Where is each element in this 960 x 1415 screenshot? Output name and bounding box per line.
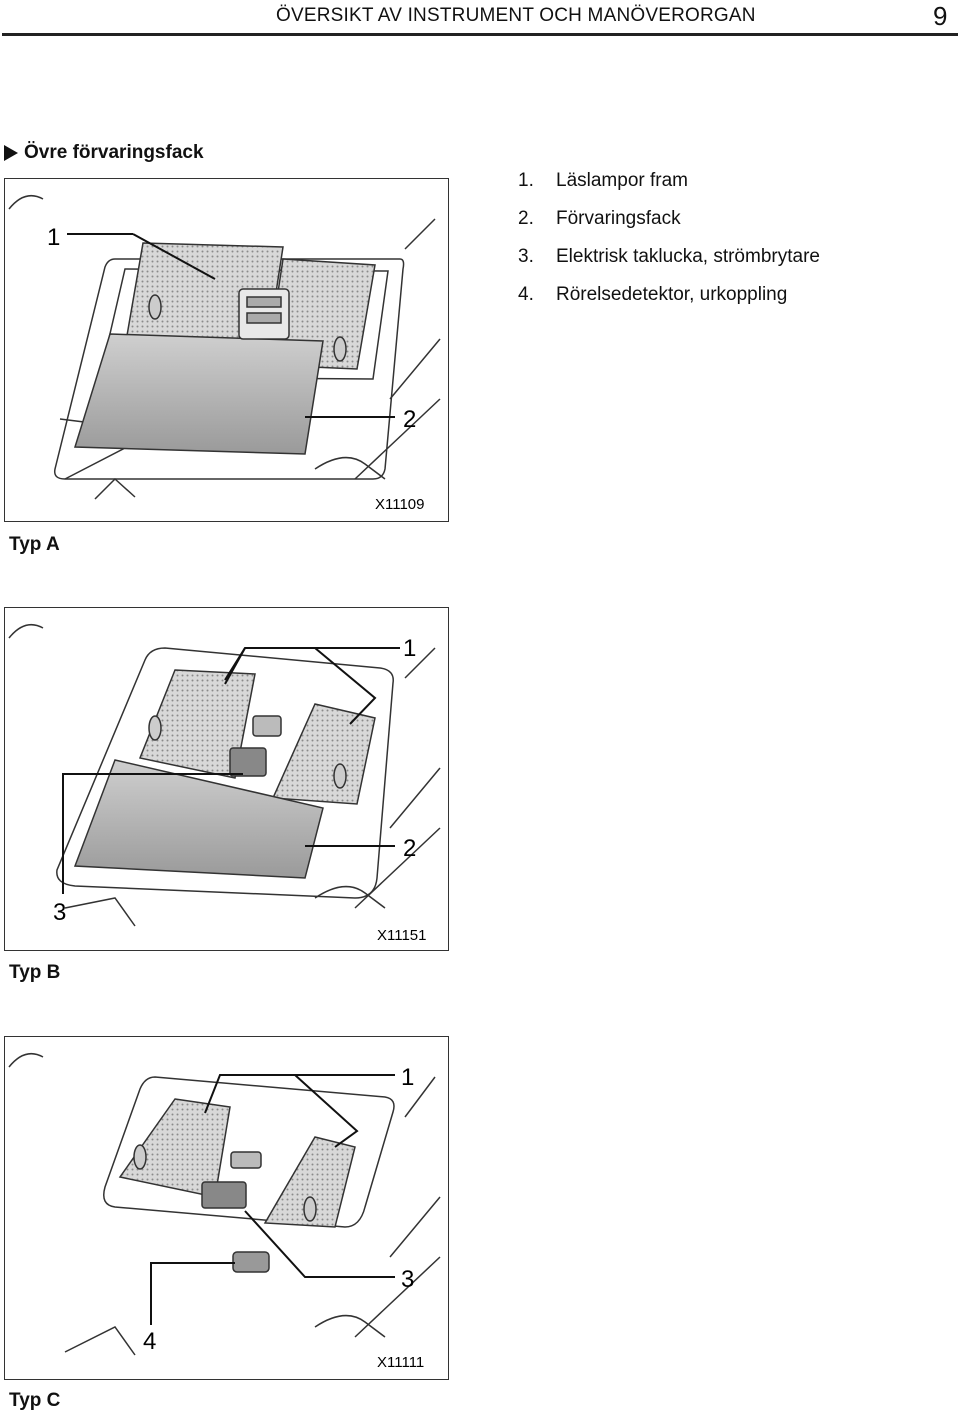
- legend-item: 3. Elektrisk taklucka, strömbrytare: [518, 246, 820, 284]
- legend-text: Förvaringsfack: [556, 208, 681, 229]
- callout-3: 3: [401, 1266, 414, 1293]
- legend-list: 1. Läslampor fram 2. Förvaringsfack 3. Elek…: [518, 170, 820, 322]
- triangle-bullet-icon: [4, 145, 18, 161]
- legend-number: 4.: [518, 284, 534, 305]
- callout-1: 1: [47, 224, 60, 251]
- callout-3: 3: [53, 899, 66, 926]
- legend-item: 4. Rörelsedetektor, urkoppling: [518, 284, 820, 322]
- page-number: 9: [933, 1, 948, 31]
- figure-caption: Typ B: [9, 962, 61, 983]
- callout-2: 2: [403, 406, 416, 433]
- figure-typ-c: 1 3 4 X11111: [4, 1036, 449, 1380]
- legend-text: Läslampor fram: [556, 170, 688, 191]
- figure-typ-b: 1 2 3 X11151: [4, 607, 449, 951]
- callout-4: 4: [143, 1328, 156, 1355]
- callout-1: 1: [401, 1064, 414, 1091]
- figure-caption: Typ C: [9, 1390, 61, 1411]
- section-heading: Övre förvaringsfack: [4, 142, 204, 164]
- legend-number: 3.: [518, 246, 534, 267]
- figure-typ-a: 1 2 X11109: [4, 178, 449, 522]
- header-rule: [2, 33, 958, 36]
- figure-code: X11151: [377, 927, 427, 944]
- page-header-title: ÖVERSIKT AV INSTRUMENT OCH MANÖVERORGAN: [276, 5, 756, 26]
- section-title: Övre förvaringsfack: [24, 142, 204, 163]
- legend-item: 1. Läslampor fram: [518, 170, 820, 208]
- legend-text: Elektrisk taklucka, strömbrytare: [556, 246, 820, 267]
- legend-number: 1.: [518, 170, 534, 191]
- legend-text: Rörelsedetektor, urkoppling: [556, 284, 788, 305]
- figure-caption: Typ A: [9, 534, 60, 555]
- figure-code: X11111: [377, 1354, 424, 1371]
- callout-1: 1: [403, 635, 416, 662]
- legend-number: 2.: [518, 208, 534, 229]
- legend-item: 2. Förvaringsfack: [518, 208, 820, 246]
- callout-2: 2: [403, 835, 416, 862]
- figure-code: X11109: [375, 496, 425, 513]
